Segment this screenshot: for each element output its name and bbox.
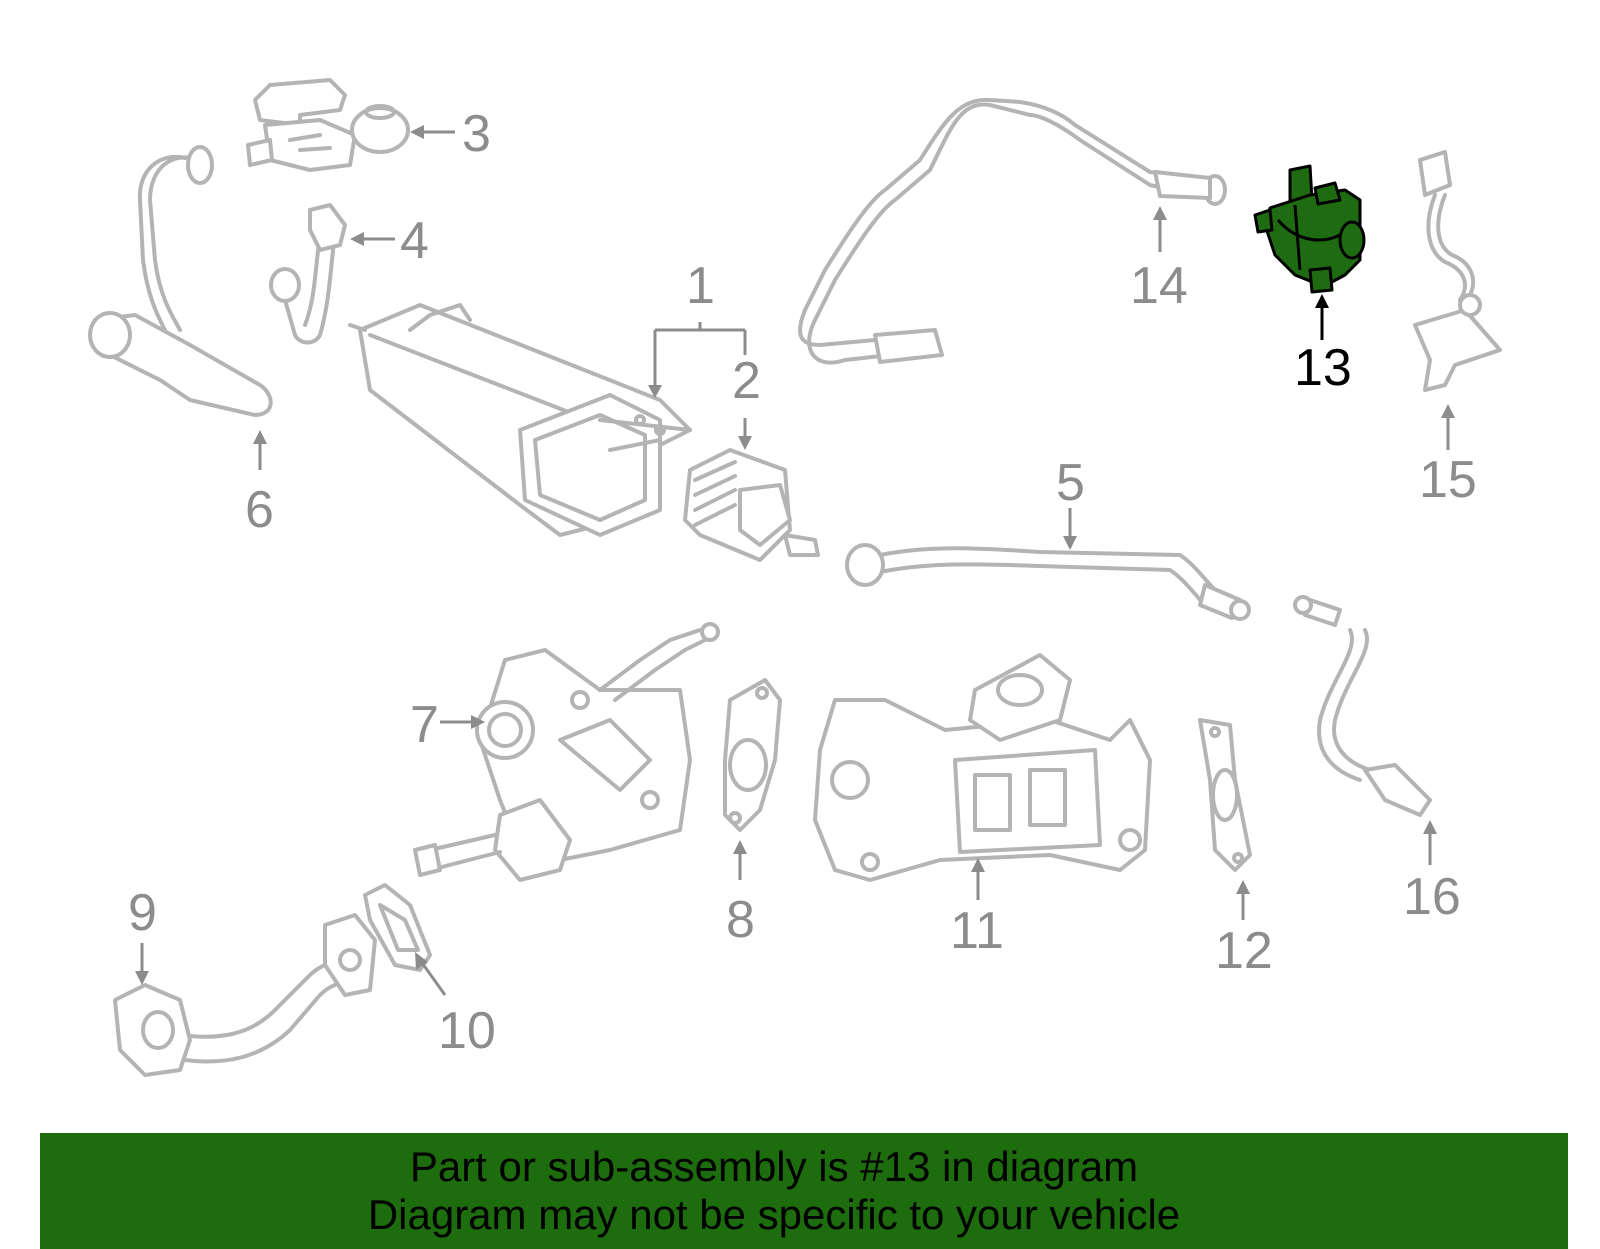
callout-5: 5 (1056, 454, 1085, 512)
callout-9: 9 (128, 884, 157, 942)
callout-6: 6 (245, 481, 274, 539)
banner-line-2: Diagram may not be specific to your vehi… (367, 1191, 1181, 1238)
part-15-sensor[interactable] (1413, 150, 1502, 392)
callout-numbers: 1 2 3 4 5 6 7 8 9 10 11 12 13 14 15 16 (128, 105, 1477, 1060)
part-7-egr-valve[interactable] (413, 622, 720, 882)
part-11-egr-cooler[interactable] (813, 653, 1152, 882)
callout-13: 13 (1294, 339, 1352, 397)
leader-lines (135, 125, 1455, 996)
callout-2: 2 (732, 352, 761, 410)
part-12-gasket[interactable] (1198, 718, 1252, 872)
part-14-hose[interactable] (798, 97, 1227, 365)
callout-15: 15 (1419, 451, 1477, 509)
part-16-sensor[interactable] (1293, 595, 1432, 817)
part-9-pipe[interactable] (113, 913, 377, 1077)
callout-7: 7 (410, 696, 439, 754)
callout-3: 3 (462, 105, 491, 163)
part-3-valve[interactable] (246, 78, 410, 172)
part-13-purge-pump[interactable] (1253, 164, 1366, 294)
callout-1: 1 (686, 257, 715, 315)
part-1-canister[interactable] (348, 303, 692, 537)
part-5-pipe[interactable] (845, 543, 1251, 621)
banner-line-1: Part or sub-assembly is #13 in diagram (409, 1143, 1139, 1190)
callout-4: 4 (400, 212, 429, 270)
info-banner: Part or sub-assembly is #13 in diagram D… (40, 1133, 1568, 1249)
callout-16: 16 (1403, 868, 1461, 926)
callout-11: 11 (950, 902, 1004, 960)
part-2-vent-valve[interactable] (683, 448, 820, 562)
part-6-hose[interactable] (88, 145, 273, 417)
part-8-gasket[interactable] (723, 678, 782, 832)
callout-12: 12 (1215, 922, 1273, 980)
part-4-hose[interactable] (269, 203, 347, 345)
callout-14: 14 (1130, 257, 1188, 315)
callout-8: 8 (726, 891, 755, 949)
callout-10: 10 (438, 1002, 496, 1060)
